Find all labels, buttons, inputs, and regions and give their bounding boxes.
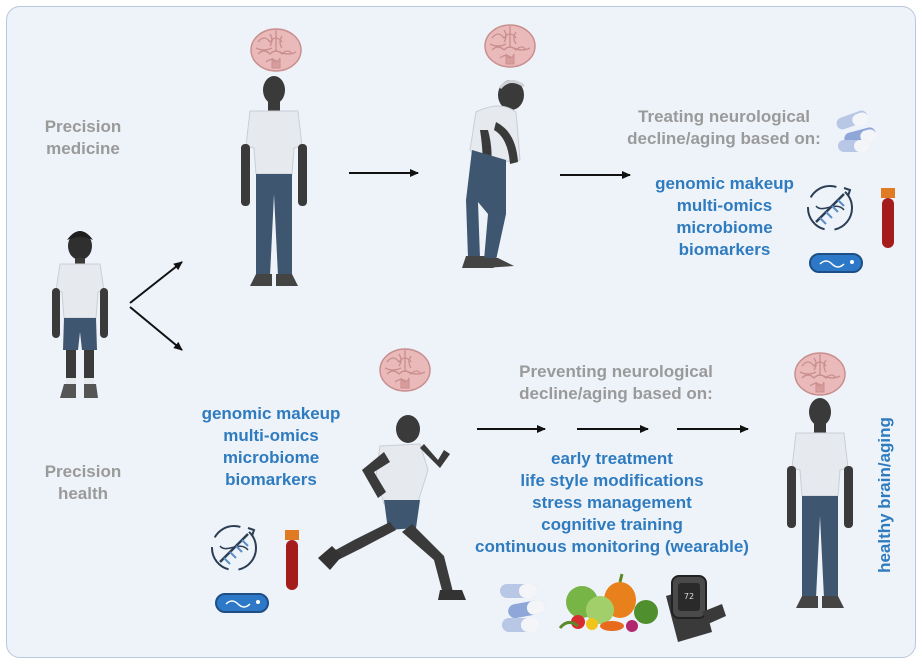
outcome-text: healthy brain/aging <box>875 417 894 573</box>
adult-figure <box>240 75 308 287</box>
elderly-figure <box>462 80 525 268</box>
treating-heading: Treating neurological decline/aging base… <box>627 107 821 148</box>
blood-tube-icon <box>881 188 895 248</box>
healthy-adult-figure <box>786 397 854 609</box>
factor-item: genomic makeup <box>201 404 341 423</box>
pill-icon <box>500 584 546 632</box>
vegetables-icon <box>558 573 658 632</box>
fork-arrow-down <box>129 306 183 351</box>
factor-item: multi-omics <box>223 426 319 445</box>
dna-icon <box>807 185 853 231</box>
brain-icon <box>794 352 846 396</box>
outcome-label: healthy brain/aging <box>870 410 900 580</box>
smartwatch-icon: 72 <box>666 575 726 642</box>
blood-tube-icon <box>285 530 299 590</box>
pill-icon <box>836 110 877 152</box>
brain-icon <box>250 28 302 72</box>
runner-figure <box>318 415 466 600</box>
dna-icon <box>211 525 257 571</box>
strategy-item: early treatment <box>551 449 673 468</box>
factor-item: biomarkers <box>225 470 317 489</box>
diagram-frame <box>6 6 916 658</box>
strategy-item: life style modifications <box>520 471 704 490</box>
strategy-item: continuous monitoring (wearable) <box>475 537 749 556</box>
precision-medicine-label: Precision medicine <box>44 117 122 158</box>
factor-item: biomarkers <box>678 240 771 259</box>
svg-text:72: 72 <box>684 592 694 601</box>
strategy-item: cognitive training <box>541 515 683 534</box>
bottom-factors-list: genomic makeup multi-omics microbiome bi… <box>186 403 356 491</box>
factor-item: microbiome <box>676 218 773 237</box>
factor-item: genomic makeup <box>655 174 794 193</box>
factor-item: microbiome <box>222 448 320 467</box>
preventing-heading: Preventing neurological decline/aging ba… <box>519 362 713 403</box>
brain-icon <box>484 24 536 68</box>
prevention-strategies-list: early treatment life style modifications… <box>462 448 762 558</box>
top-factors-list: genomic makeup multi-omics microbiome bi… <box>642 173 807 261</box>
fork-arrow-up <box>129 261 183 304</box>
strategy-item: stress management <box>532 493 692 512</box>
precision-health-label: Precision health <box>44 462 122 503</box>
microbiome-slide-icon <box>215 593 269 613</box>
brain-icon <box>379 348 431 392</box>
factor-item: multi-omics <box>676 196 773 215</box>
microbiome-slide-icon <box>809 253 863 273</box>
child-figure <box>52 231 108 398</box>
